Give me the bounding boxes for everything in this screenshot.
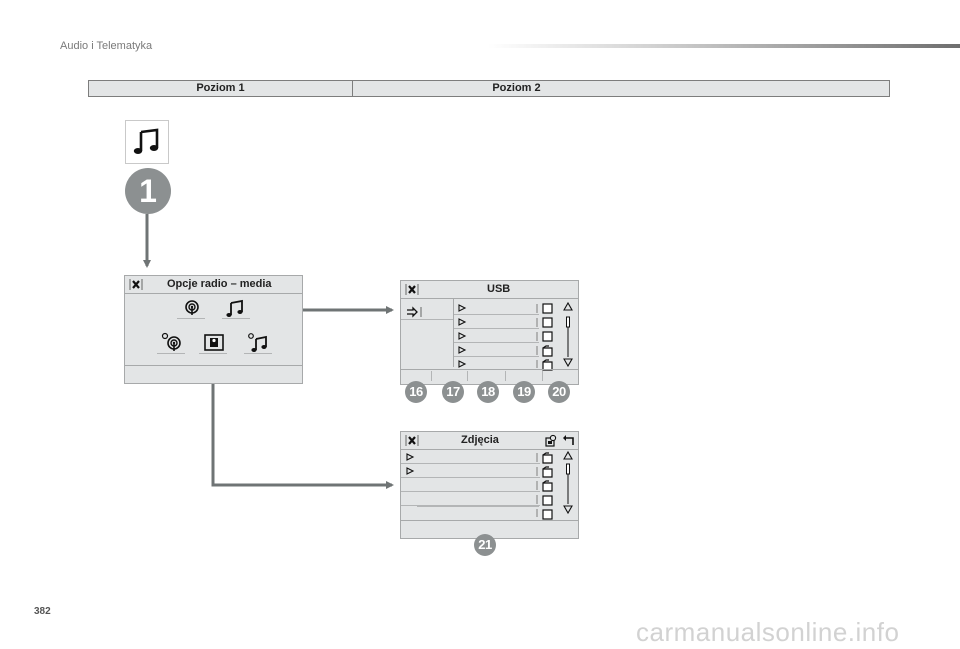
photos-panel: Zdjęcia	[400, 431, 579, 539]
step-badge-17: 17	[442, 381, 464, 403]
radio-settings-icon[interactable]	[161, 332, 183, 354]
list-item[interactable]	[401, 478, 540, 492]
usb-panel-title: USB	[487, 283, 511, 295]
options-panel-header: Opcje radio – media	[125, 276, 302, 294]
list-item[interactable]	[454, 343, 539, 357]
close-icon[interactable]	[405, 283, 419, 296]
play-icon	[458, 304, 467, 368]
list-item[interactable]	[401, 464, 540, 478]
level-2-header: Poziom 2	[492, 82, 541, 94]
radio-icon[interactable]	[181, 298, 203, 320]
folder-icon[interactable]	[535, 451, 557, 523]
page-number: 382	[34, 606, 51, 617]
list-item[interactable]	[454, 301, 539, 315]
step-badge-19: 19	[513, 381, 535, 403]
checkbox-icon[interactable]	[535, 302, 557, 374]
music-settings-icon[interactable]	[248, 333, 270, 355]
music-note-icon[interactable]	[225, 298, 247, 320]
source-icon[interactable]	[404, 306, 424, 318]
step-badge-21: 21	[474, 534, 496, 556]
settings-icon[interactable]	[544, 434, 558, 448]
checkbox-icon	[542, 509, 553, 520]
list-item[interactable]	[401, 492, 540, 506]
photos-panel-header: Zdjęcia	[401, 432, 578, 450]
step-badge-16: 16	[405, 381, 427, 403]
step-badge-18: 18	[477, 381, 499, 403]
step-badge-1: 1	[125, 168, 171, 214]
back-icon[interactable]	[562, 434, 576, 448]
list-item[interactable]	[401, 450, 540, 464]
options-panel: Opcje radio – media	[124, 275, 303, 384]
options-panel-title: Opcje radio – media	[167, 278, 272, 290]
photo-icon[interactable]	[203, 333, 225, 353]
scroll-down-icon	[563, 505, 573, 515]
usb-panel: USB	[400, 280, 579, 385]
usb-panel-header: USB	[401, 281, 578, 299]
scroll-up-icon[interactable]	[561, 450, 575, 520]
checkbox-icon	[542, 495, 553, 506]
list-item[interactable]	[454, 329, 539, 343]
close-icon[interactable]	[405, 434, 419, 447]
list-item[interactable]	[454, 315, 539, 329]
step-badge-20: 20	[548, 381, 570, 403]
section-title: Audio i Telematyka	[60, 40, 153, 52]
level-1-header: Poziom 1	[89, 81, 353, 96]
photos-panel-title: Zdjęcia	[461, 434, 499, 446]
scroll-up-icon[interactable]	[561, 301, 575, 371]
level-header-table: Poziom 1 Poziom 2	[88, 80, 890, 97]
arrow-to-photos	[211, 355, 394, 489]
play-icon	[406, 453, 415, 475]
title-rule	[488, 44, 960, 48]
scroll-down-icon	[563, 358, 573, 368]
watermark: carmanualsonline.info	[636, 617, 900, 647]
music-note-icon[interactable]	[125, 120, 169, 164]
close-icon[interactable]	[129, 278, 143, 291]
